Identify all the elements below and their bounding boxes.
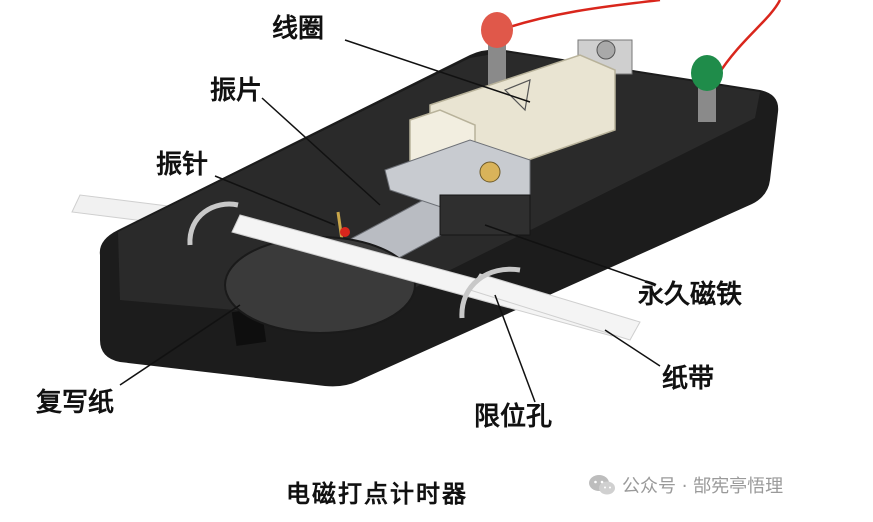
terminal-post-left xyxy=(488,45,506,85)
leader-carbon xyxy=(119,304,241,386)
watermark-text: 公众号 · 郜宪亭悟理 xyxy=(622,476,784,497)
terminal-cap-red xyxy=(481,12,513,48)
terminal-post-right xyxy=(698,82,716,122)
red-wire-left xyxy=(499,0,661,32)
coil-logo-triangle xyxy=(503,79,531,112)
label-coil: 线圈 xyxy=(272,14,325,44)
leader-coil xyxy=(344,39,531,103)
needle-red-mark xyxy=(340,227,350,237)
label-permanent-magnet: 永久磁铁 xyxy=(638,280,743,310)
leader-magnet xyxy=(484,224,649,283)
leader-lines xyxy=(119,39,661,403)
screw-head xyxy=(596,40,616,60)
wechat-icon xyxy=(589,475,615,495)
label-carbon-paper: 复写纸 xyxy=(36,388,115,418)
red-wire-right xyxy=(716,0,782,76)
leader-needle xyxy=(214,175,336,226)
limit-hole-loop-left xyxy=(187,201,239,246)
leader-limit xyxy=(494,294,536,403)
leader-tape xyxy=(604,329,661,367)
watermark: 公众号 · 郜宪亭悟理 xyxy=(588,472,783,498)
figure-caption: 电磁打点计时器 xyxy=(286,480,468,508)
label-paper-tape: 纸带 xyxy=(662,364,715,394)
terminal-cap-green xyxy=(691,55,723,91)
limit-hole-loop-right xyxy=(459,266,521,319)
permanent-magnet xyxy=(439,194,531,236)
label-limit-hole: 限位孔 xyxy=(474,402,553,432)
label-vibrating-needle: 振针 xyxy=(156,150,209,180)
label-vibrating-plate: 振片 xyxy=(210,76,263,106)
plate-screw xyxy=(479,161,501,183)
leader-plate xyxy=(261,97,381,206)
